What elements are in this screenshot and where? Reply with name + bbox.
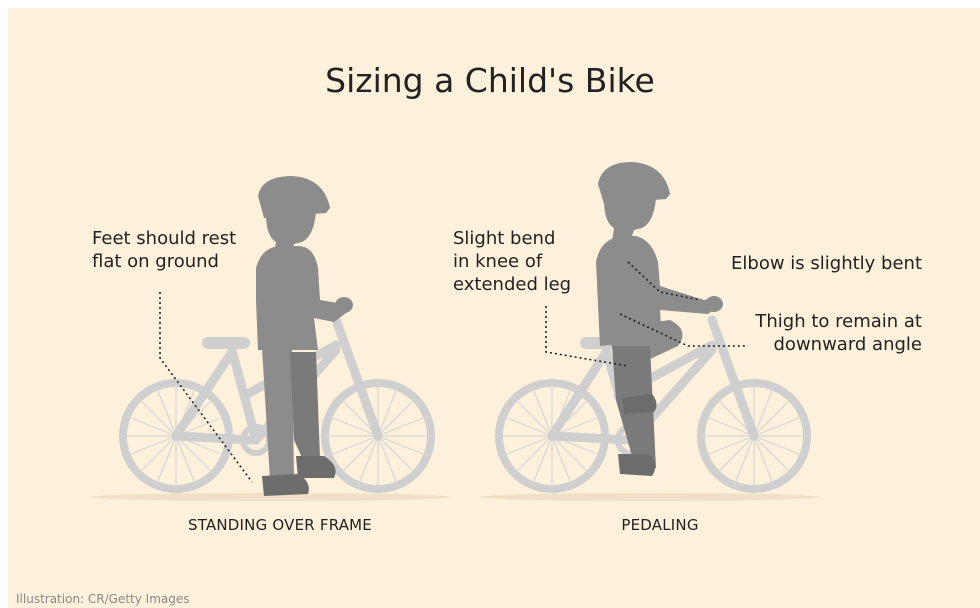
caption-standing: STANDING OVER FRAME <box>150 518 410 533</box>
callout-knee: Slight bend in knee of extended leg <box>453 227 571 296</box>
caption-pedaling: PEDALING <box>560 518 760 533</box>
callout-thigh: Thigh to remain at downward angle <box>755 310 922 356</box>
callout-elbow: Elbow is slightly bent <box>731 252 922 275</box>
image-credit: Illustration: CR/Getty Images <box>16 592 190 606</box>
callout-feet: Feet should rest flat on ground <box>92 227 236 273</box>
ground-shadow-right <box>480 493 820 501</box>
